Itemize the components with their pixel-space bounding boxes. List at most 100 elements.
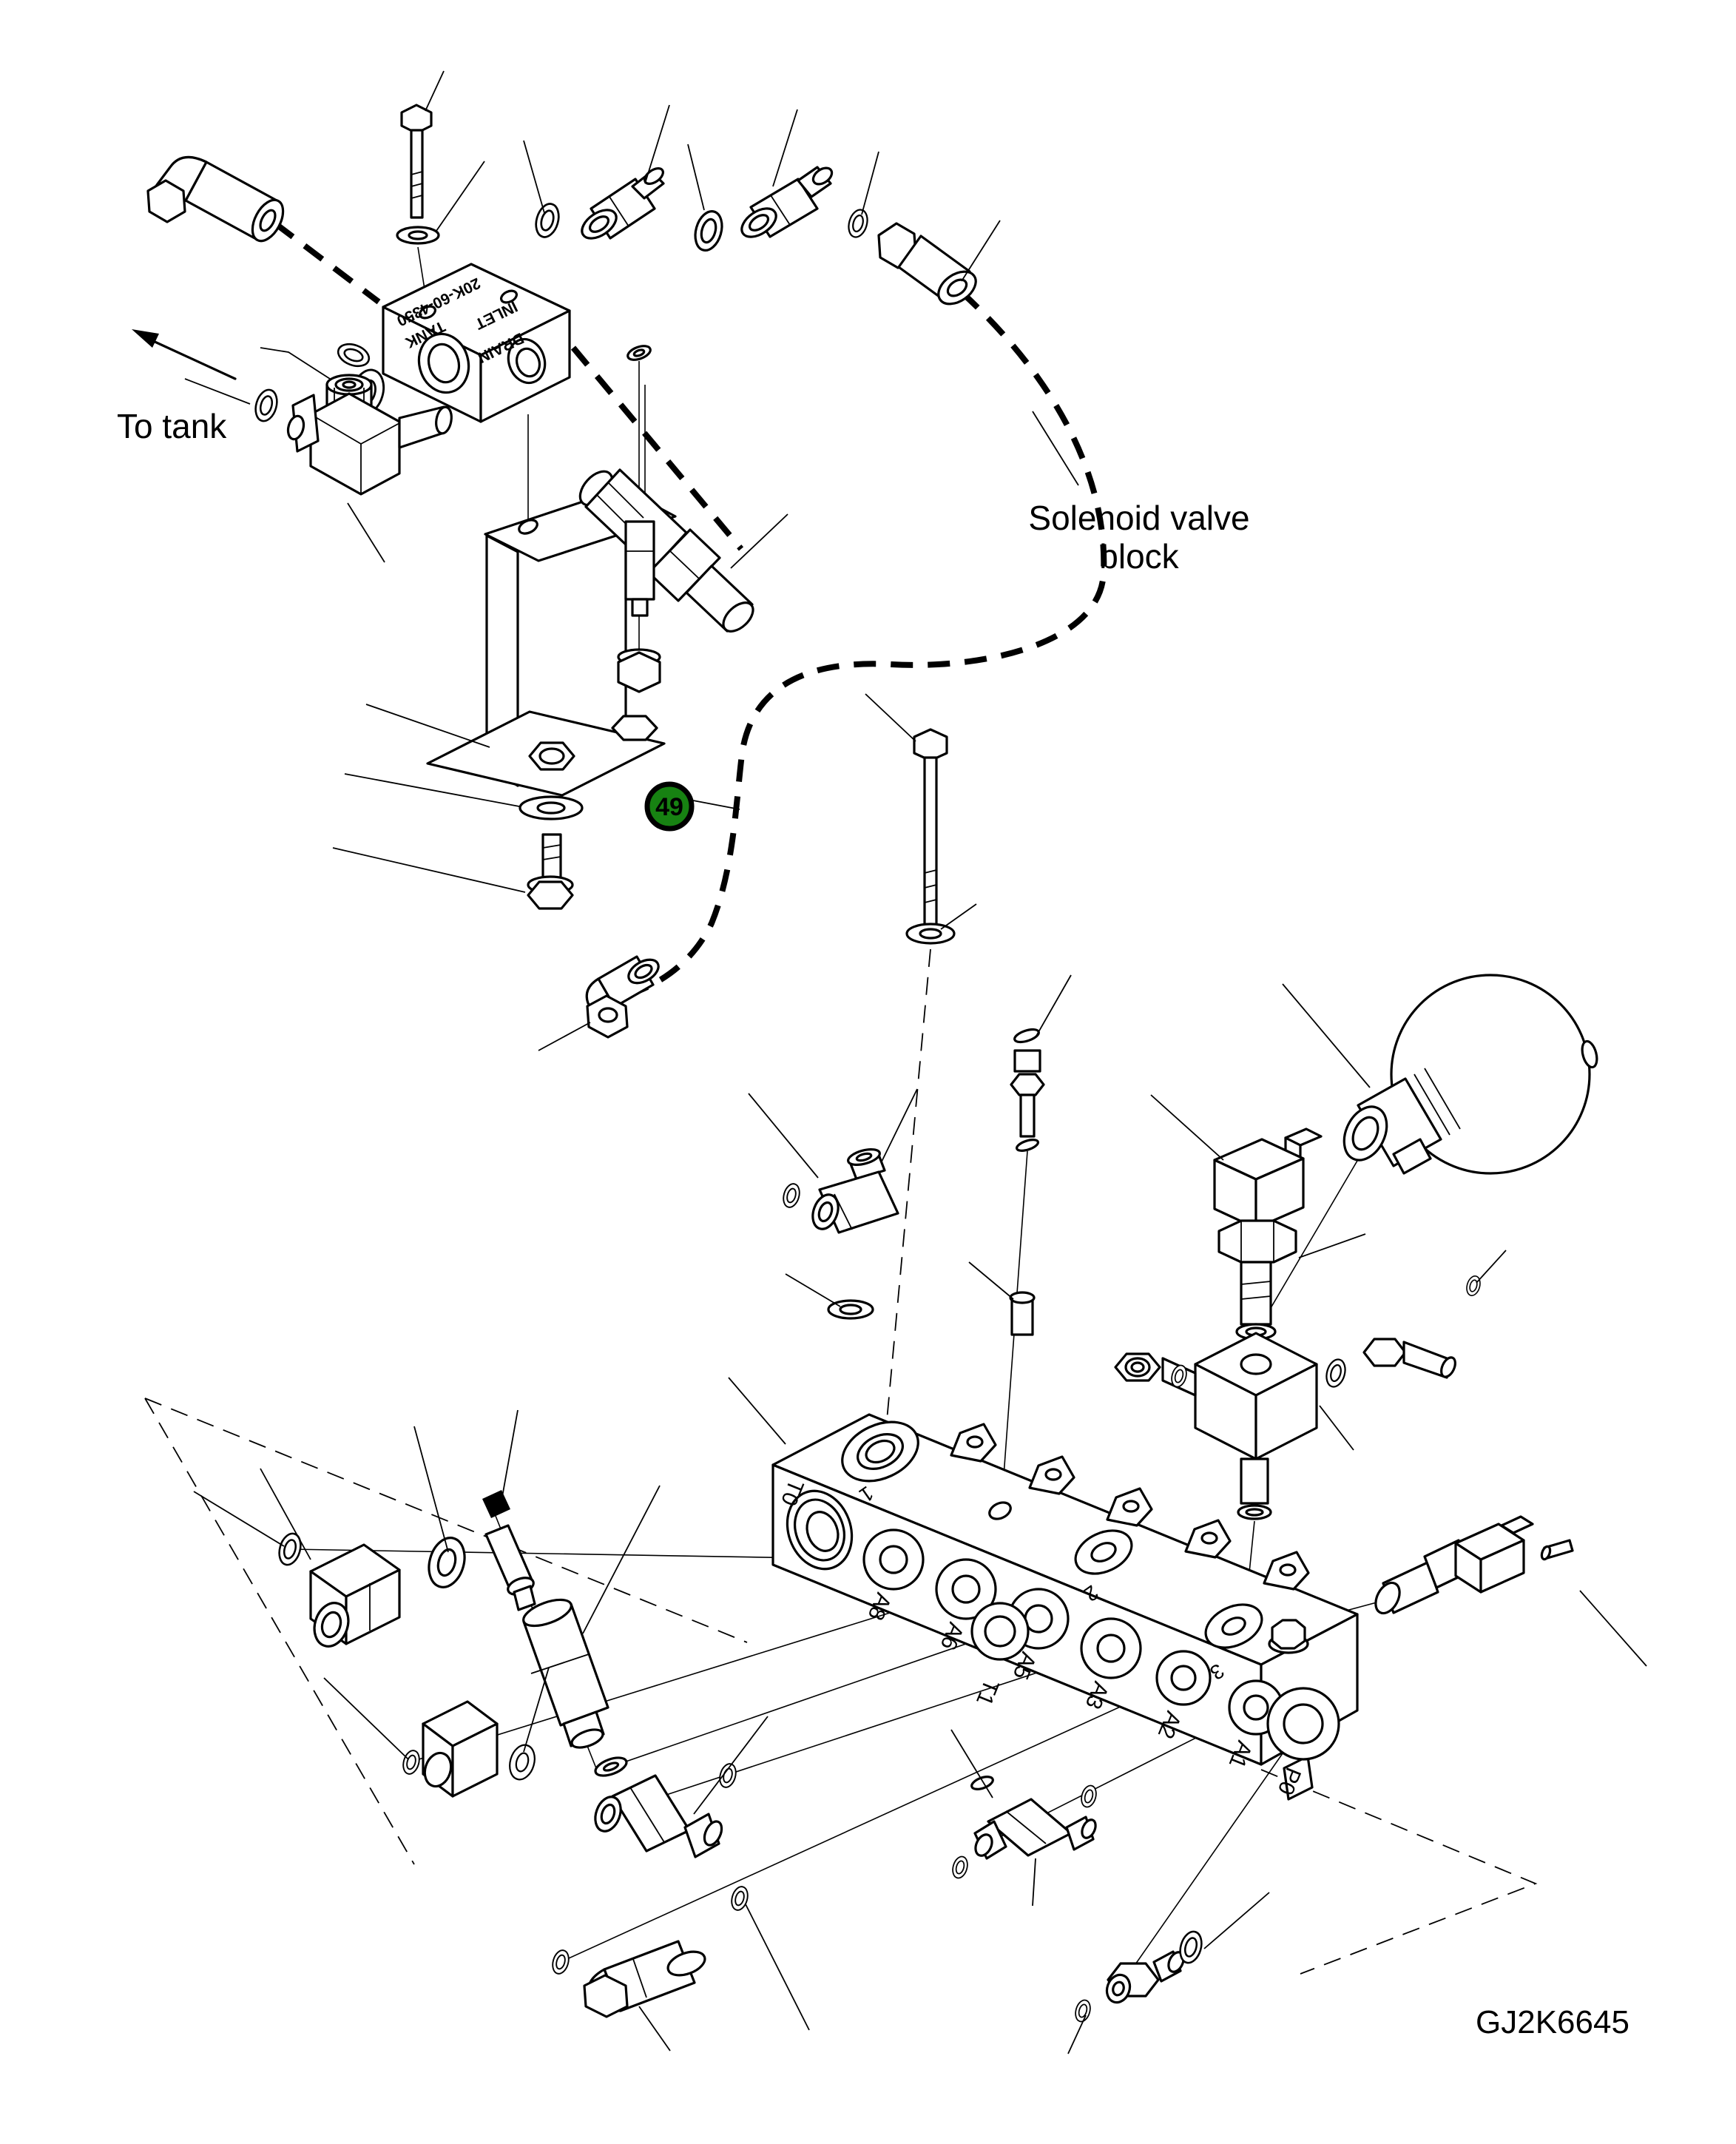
- leader-line: [730, 513, 788, 569]
- tee-body: [286, 374, 453, 496]
- hoses: [273, 220, 1107, 1000]
- hex-plug-on-top: [1268, 1619, 1309, 1654]
- hex-nut: [1362, 1338, 1407, 1367]
- straight-fitting: [594, 1774, 723, 1858]
- lower-left-cluster: [193, 1409, 810, 2052]
- leader-line: [1476, 1250, 1507, 1284]
- solenoid-annotation: Solenoid valve block: [1028, 411, 1250, 576]
- hex-nut: [611, 715, 658, 741]
- bolt-hole: [518, 519, 538, 535]
- leader-line: [692, 800, 740, 810]
- o-ring: [1464, 1273, 1483, 1298]
- elbow-fitting: [581, 167, 665, 240]
- small-plug: [968, 1261, 1036, 1336]
- hose-loop: [618, 290, 1107, 1000]
- washer: [504, 1741, 540, 1784]
- elbow-fitting: [309, 1543, 401, 1648]
- leader-line: [1032, 1858, 1036, 1907]
- leader-line: [193, 1491, 285, 1547]
- leader-line: [728, 1377, 786, 1445]
- leader-line: [748, 1093, 819, 1179]
- arrow-shaft: [150, 339, 237, 380]
- leader-line: [1319, 1405, 1354, 1451]
- leader-line: [523, 140, 545, 214]
- top-hole: [988, 1501, 1012, 1520]
- leader-line: [772, 109, 798, 187]
- badge-circle: [644, 781, 695, 832]
- leader-line: [425, 70, 445, 112]
- mount-hole: [500, 289, 518, 304]
- construction-lines: [144, 948, 1538, 1975]
- o-ring: [334, 339, 374, 371]
- solenoid-label-line2: block: [1099, 537, 1179, 576]
- leader-line: [861, 151, 879, 215]
- mount-hole: [419, 305, 436, 320]
- leader-line: [1282, 983, 1371, 1088]
- leader-line: [865, 693, 916, 742]
- leader-line: [644, 104, 670, 184]
- hex-head: [913, 728, 948, 762]
- axis-line: [1260, 1769, 1538, 1975]
- elbow-fitting: [422, 1700, 499, 1798]
- leader-line: [638, 2006, 671, 2052]
- bottom-middle-fittings: [950, 1729, 1270, 2054]
- figure-code: GJ2K6645: [1476, 2004, 1629, 2040]
- axis-line: [144, 1398, 748, 1643]
- top-counterbore-1: 1: [841, 1420, 919, 1507]
- port-label: T1: [971, 1676, 1004, 1709]
- stem: [1240, 1457, 1269, 1505]
- leader-line: [323, 1677, 409, 1760]
- leader-line: [1032, 411, 1079, 486]
- o-ring: [531, 200, 564, 241]
- hose-segment: [570, 345, 744, 551]
- leader-line: [260, 347, 331, 380]
- hex-head: [527, 880, 574, 910]
- solenoid-label-line1: Solenoid valve: [1028, 499, 1249, 537]
- o-ring: [950, 1854, 970, 1881]
- leader-line: [1067, 2015, 1087, 2054]
- leader-line: [499, 1409, 519, 1510]
- hex-nipple: [1105, 1950, 1185, 2004]
- elbow-fitting: [146, 155, 285, 243]
- to-tank-label: To tank: [117, 407, 227, 445]
- leader-line: [260, 1468, 311, 1560]
- hose-end-elbow: [538, 955, 660, 1051]
- o-ring: [970, 1776, 994, 1790]
- port-a3: A3: [1080, 1617, 1142, 1713]
- tee-fitting-to-tank: [184, 339, 453, 563]
- to-tank-annotation: To tank: [117, 329, 237, 445]
- port-a8: A8: [862, 1528, 925, 1624]
- leader-line: [687, 144, 705, 211]
- inlet-valve-block: 20K-60-4350 INLET TANK DRAIN: [345, 70, 571, 423]
- o-ring: [1073, 1998, 1093, 2024]
- top-fittings-row: [523, 104, 1001, 306]
- small-fitting: [1010, 974, 1072, 1152]
- hex-nut: [583, 1974, 629, 2018]
- badge-number: 49: [655, 793, 683, 821]
- elbow-fitting: [583, 1940, 706, 2018]
- leader-line: [436, 161, 485, 232]
- washer: [422, 1532, 472, 1593]
- accumulator: [1282, 974, 1598, 1175]
- leader-line: [1203, 1892, 1270, 1949]
- pressure-valve: [970, 1776, 1097, 1860]
- stud: [541, 833, 562, 885]
- axis-line: [144, 1398, 415, 1865]
- leader-line: [538, 1022, 591, 1051]
- leader-line: [347, 502, 385, 563]
- leader-line: [1298, 1233, 1366, 1258]
- leader-line: [881, 1088, 918, 1162]
- leader-line: [950, 1729, 993, 1799]
- callout-badge: 49: [644, 781, 740, 832]
- arrow-head: [132, 329, 159, 348]
- gas-plug: [1581, 1039, 1598, 1069]
- accumulator-sphere: [1390, 974, 1591, 1175]
- reducer-chain: [482, 1490, 609, 1749]
- leader-line: [582, 1485, 661, 1634]
- o-ring: [1016, 1139, 1039, 1152]
- o-ring: [845, 206, 871, 240]
- solenoid-cartridge: [1374, 1515, 1647, 1667]
- o-ring: [689, 206, 728, 255]
- leader-line: [745, 1904, 810, 2031]
